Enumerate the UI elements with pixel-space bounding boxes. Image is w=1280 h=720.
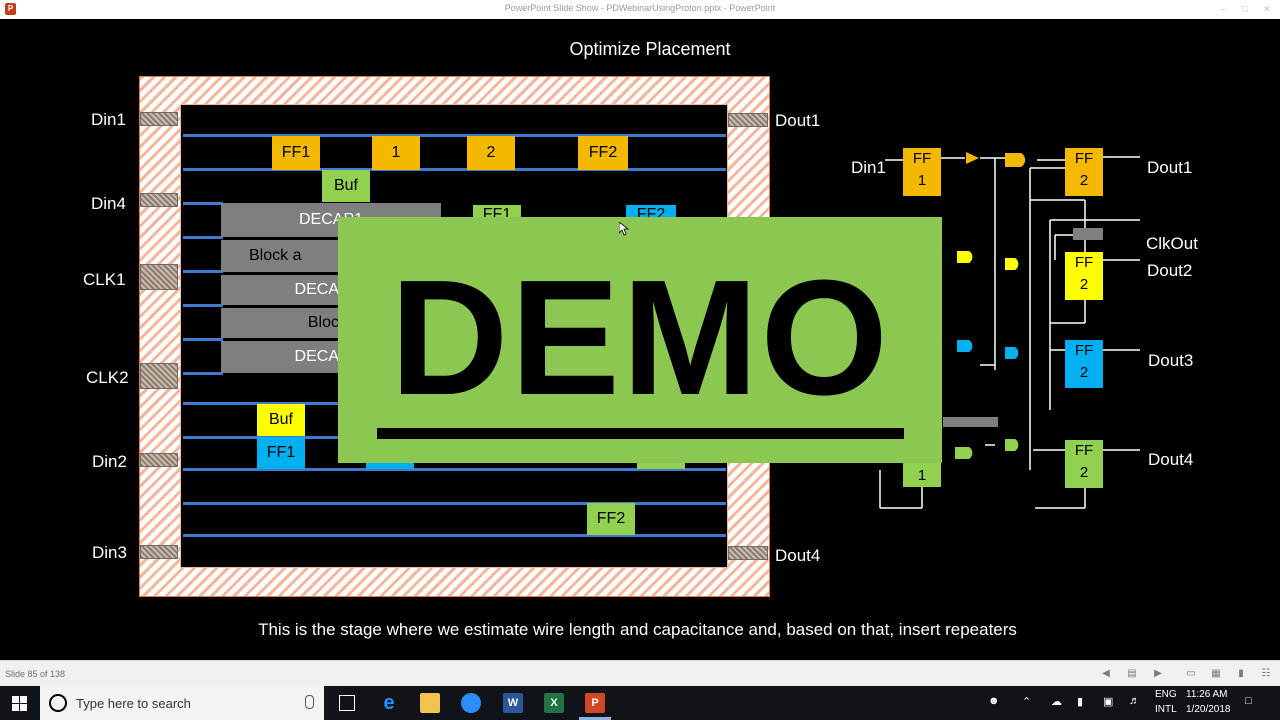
cell-decap3: DECA [221, 341, 339, 373]
window-title: PowerPoint Slide Show - PDWebinarUsingPr… [504, 3, 776, 13]
demo-text: DEMO [390, 246, 890, 429]
io-pad [728, 113, 768, 127]
word-icon[interactable]: W [503, 693, 523, 713]
io-pad [140, 193, 178, 207]
cortana-icon [49, 694, 67, 712]
battery-icon[interactable]: ▮ [1077, 696, 1084, 708]
demo-banner [338, 217, 942, 463]
io-pad [140, 453, 178, 467]
slide-title: Optimize Placement [569, 39, 731, 59]
reading-view-icon[interactable]: ▮ [1238, 668, 1244, 679]
io-pad [140, 363, 178, 389]
schematic-output-label: Dout1 [1147, 158, 1193, 177]
routing-track [183, 468, 726, 471]
io-pad [728, 546, 768, 560]
schematic-ff-din2: 1 [903, 463, 941, 487]
slide-menu-icon[interactable]: ▤ [1127, 668, 1137, 679]
routing-track [183, 402, 343, 405]
previous-slide-icon[interactable]: ◀ [1102, 668, 1110, 679]
microphone-icon[interactable] [305, 695, 314, 709]
pin-label: Din1 [91, 110, 126, 129]
file-explorer-icon[interactable] [420, 693, 440, 713]
pin-label: CLK1 [83, 270, 126, 289]
routing-track [183, 338, 223, 341]
routing-track [183, 236, 223, 239]
schematic-output-label: Dout4 [1148, 450, 1194, 469]
cell-ff1: FF1 [272, 136, 320, 170]
io-pad [140, 112, 178, 126]
cell-decap2: DECA [221, 275, 339, 305]
pin-label: Din2 [92, 452, 127, 471]
cell-1: 1 [372, 136, 420, 170]
slide-counter: Slide 85 of 138 [5, 669, 66, 679]
routing-track [183, 534, 726, 537]
clock-date[interactable]: 1/20/2018 [1186, 704, 1231, 715]
cell-2: 2 [467, 136, 515, 170]
language-indicator[interactable]: ENG [1155, 689, 1177, 700]
demo-underline [377, 428, 904, 439]
pin-label: Din4 [91, 194, 126, 213]
normal-view-icon[interactable]: ▭ [1186, 668, 1196, 679]
slideshow-status-bar: Slide 85 of 138 ◀ ▤ ▶ ▭ ▦ ▮ ☷ [0, 660, 1280, 687]
schematic-output-label: Dout2 [1147, 261, 1193, 280]
schematic-clock-buffer [1073, 228, 1103, 240]
task-view-icon[interactable] [339, 695, 355, 711]
powerpoint-app-icon: P [5, 3, 16, 15]
next-slide-icon[interactable]: ▶ [1154, 668, 1162, 679]
schematic-output-label: ClkOut [1146, 234, 1198, 253]
pin-label: Dout1 [775, 111, 821, 130]
search-placeholder: Type here to search [76, 696, 191, 711]
routing-track [183, 502, 726, 505]
windows-taskbar: Type here to search e W X P ☻ ⌃ ☁ ▮ ▣ ♬ … [0, 686, 1280, 720]
clock-time[interactable]: 11:26 AM [1186, 689, 1228, 700]
schematic-output-label: Dout3 [1148, 351, 1194, 370]
minimize-button[interactable]: – [1220, 4, 1226, 14]
active-app-indicator [579, 717, 611, 720]
powerpoint-icon[interactable]: P [585, 693, 605, 713]
onedrive-icon[interactable]: ☁ [1051, 696, 1062, 708]
keyboard-layout-indicator[interactable]: INTL [1155, 704, 1177, 715]
mouse-cursor-icon [619, 222, 629, 236]
taskbar-search-box[interactable]: Type here to search [40, 686, 324, 720]
pin-label: CLK2 [86, 368, 129, 387]
cell-block-a: Block a [221, 240, 339, 272]
routing-track [183, 270, 223, 273]
maximize-button[interactable]: □ [1242, 4, 1248, 14]
io-pad [140, 264, 178, 290]
excel-icon[interactable]: X [544, 693, 564, 713]
zoom-icon[interactable] [461, 693, 481, 713]
cell-buf: Buf [322, 170, 370, 202]
close-button[interactable]: ✕ [1263, 4, 1271, 14]
schematic-input-label: Din1 [851, 158, 886, 177]
slide-sorter-icon[interactable]: ▦ [1211, 668, 1221, 679]
window-title-bar: P PowerPoint Slide Show - PDWebinarUsing… [0, 0, 1280, 19]
windows-start-icon[interactable] [12, 696, 27, 711]
cell-ff1-bottom: FF1 [257, 437, 305, 469]
volume-icon[interactable]: ♬ [1129, 695, 1140, 707]
routing-track [183, 372, 223, 375]
slide-caption: This is the stage where we estimate wire… [258, 620, 1017, 639]
routing-track [183, 202, 223, 205]
show-hidden-icons-icon[interactable]: ⌃ [1022, 696, 1032, 708]
cell-buf-bottom: Buf [257, 404, 305, 436]
network-icon[interactable]: ▣ [1103, 696, 1114, 708]
io-pad [140, 545, 178, 559]
routing-track [183, 304, 223, 307]
people-icon[interactable]: ☻ [988, 695, 1000, 707]
slideshow-view-icon[interactable]: ☷ [1261, 668, 1271, 679]
action-center-icon[interactable]: □ [1245, 695, 1252, 707]
edge-icon[interactable]: e [383, 692, 395, 714]
routing-track [183, 168, 726, 171]
pin-label: Dout4 [775, 546, 821, 565]
routing-track [183, 134, 726, 137]
cell-ff2-bottom: FF2 [587, 503, 635, 535]
cell-ff2: FF2 [578, 136, 628, 170]
pin-label: Din3 [92, 543, 127, 562]
cell-block-b: Bloc [221, 308, 339, 338]
